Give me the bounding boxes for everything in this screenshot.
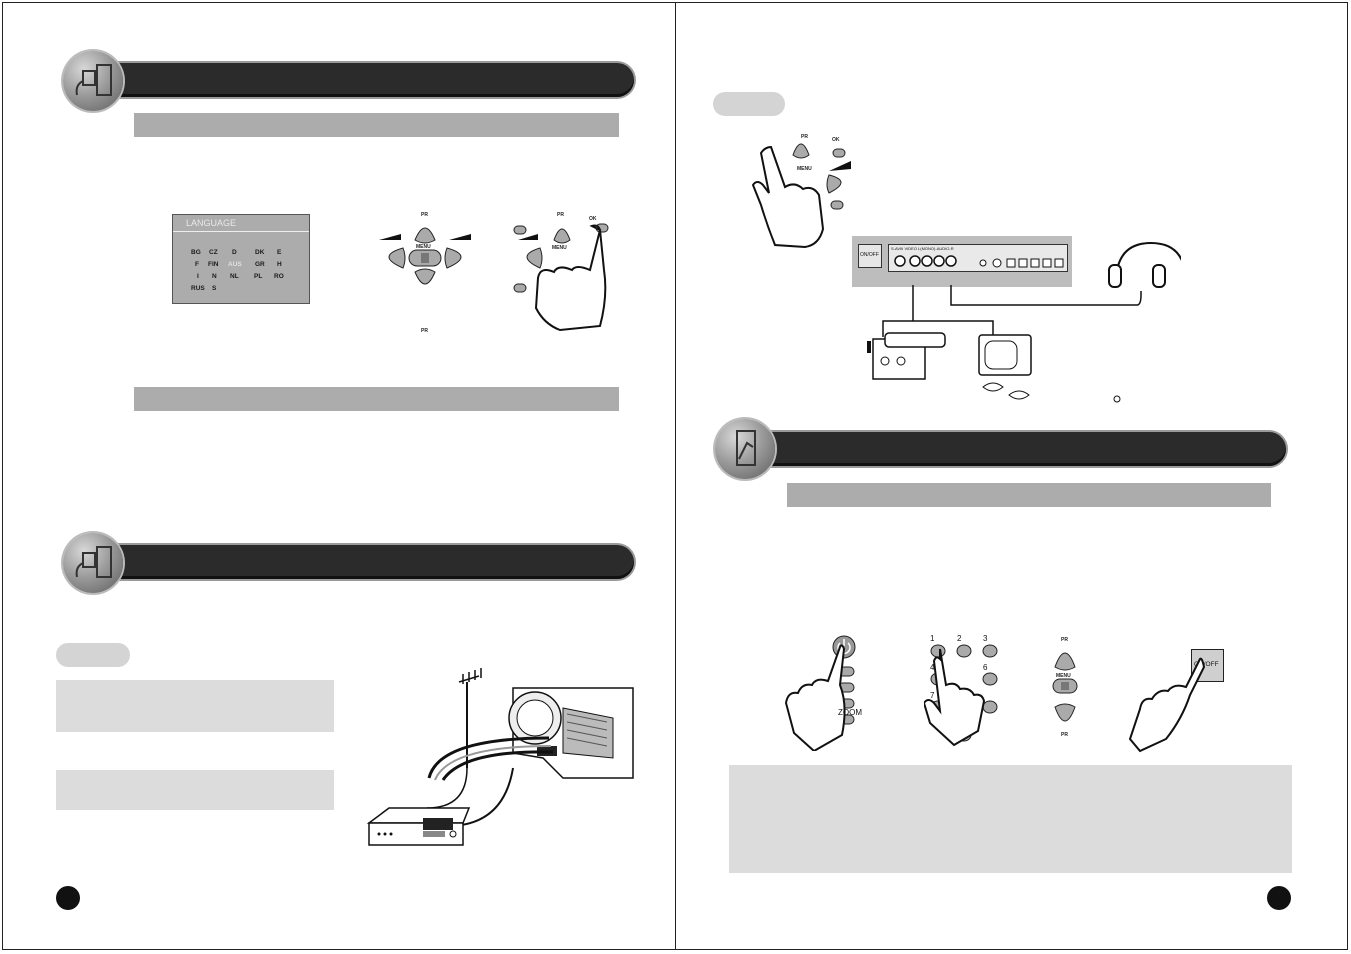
section-header-bar-2 (88, 545, 634, 579)
key-3: 3 (983, 634, 988, 643)
panel-jacks-strip: S-AVIII VIDEO L(MONO)-AUDIO-R (888, 244, 1068, 272)
remote-power-press (776, 633, 871, 753)
section-header-bar-right (746, 432, 1286, 466)
lang-h: H (277, 261, 282, 268)
info-box-right (729, 765, 1292, 873)
key-4: 4 (930, 663, 935, 672)
lang-i: I (197, 273, 199, 280)
hand-remote-pr: PR (557, 212, 564, 218)
panel-jack-labels: S-AVIII VIDEO L(MONO)-AUDIO-R (891, 246, 954, 251)
section-header-bar (88, 63, 634, 97)
lang-d: D (232, 249, 237, 256)
remote-keypad-press (922, 631, 1004, 751)
panel-on-off-box: ON/OFF (858, 244, 882, 268)
lang-aus: AUS (228, 261, 242, 268)
lang-bg: BG (191, 249, 201, 256)
note-box-1 (56, 680, 334, 732)
tv-power-label: ON/OFF (1194, 661, 1219, 668)
note-pill (56, 643, 130, 667)
pr-down-label: PR (1061, 732, 1068, 738)
remote-ok-press (508, 210, 618, 335)
lang-rus: RUS (191, 285, 205, 292)
note-box-2 (56, 770, 334, 810)
power-section-icon (715, 419, 775, 479)
note-pill-right (713, 92, 785, 116)
right-page: PR OK MENU ON/OFF S-AVIII VIDEO L(MONO)-… (675, 2, 1348, 950)
dpad-menu-label: MENU (416, 244, 431, 250)
key-1: 1 (930, 634, 935, 643)
subsection-bar-2 (134, 387, 619, 411)
connection-section-icon-2 (63, 533, 123, 593)
language-menu: LANGUAGE BG CZ D DK E F FIN AUS GR H I N… (172, 214, 310, 304)
pr-up-label: PR (1061, 637, 1068, 643)
hand-remote-menu: MENU (552, 245, 567, 251)
lang-nl: NL (230, 273, 239, 280)
lang-e: E (277, 249, 282, 256)
left-page: LANGUAGE BG CZ D DK E F FIN AUS GR H I N… (2, 2, 676, 950)
lang-n: N (212, 273, 217, 280)
lang-pl: PL (254, 273, 263, 280)
zoom-label: ZOOM (838, 708, 862, 717)
page-number-dot-left (56, 886, 80, 910)
connection-section-icon (63, 51, 123, 111)
vcr-connection-illustration (363, 668, 638, 850)
av-remote-menu: MENU (797, 166, 812, 172)
subsection-bar-right (787, 483, 1271, 507)
remote-pr-buttons (1050, 635, 1080, 741)
lang-f: F (195, 261, 199, 268)
av-remote-ok: OK (832, 137, 840, 143)
lang-ro: RO (274, 273, 284, 280)
subsection-bar (134, 113, 619, 137)
lang-cz: CZ (209, 249, 218, 256)
av-devices-illustration (861, 235, 1187, 415)
lang-fin: FIN (208, 261, 219, 268)
panel-on-off-label: ON/OFF (860, 252, 879, 258)
language-menu-title: LANGUAGE (173, 215, 309, 232)
dpad-pr-bottom: PR (421, 328, 428, 334)
av-remote-pr: PR (801, 134, 808, 140)
key-7: 7 (930, 691, 935, 700)
lang-gr: GR (255, 261, 265, 268)
key-2: 2 (957, 634, 962, 643)
remote-av-press (741, 131, 861, 251)
remote-dpad (375, 210, 475, 335)
ok-label: OK (589, 216, 597, 222)
dpad-pr-top: PR (421, 212, 428, 218)
tv-power-hand (1128, 649, 1218, 753)
key-6: 6 (983, 663, 988, 672)
pr-menu-label: MENU (1056, 673, 1071, 679)
lang-s: S (212, 285, 217, 292)
lang-dk: DK (255, 249, 265, 256)
front-av-panel: ON/OFF S-AVIII VIDEO L(MONO)-AUDIO-R (852, 236, 1072, 287)
page-number-dot-right (1267, 886, 1291, 910)
